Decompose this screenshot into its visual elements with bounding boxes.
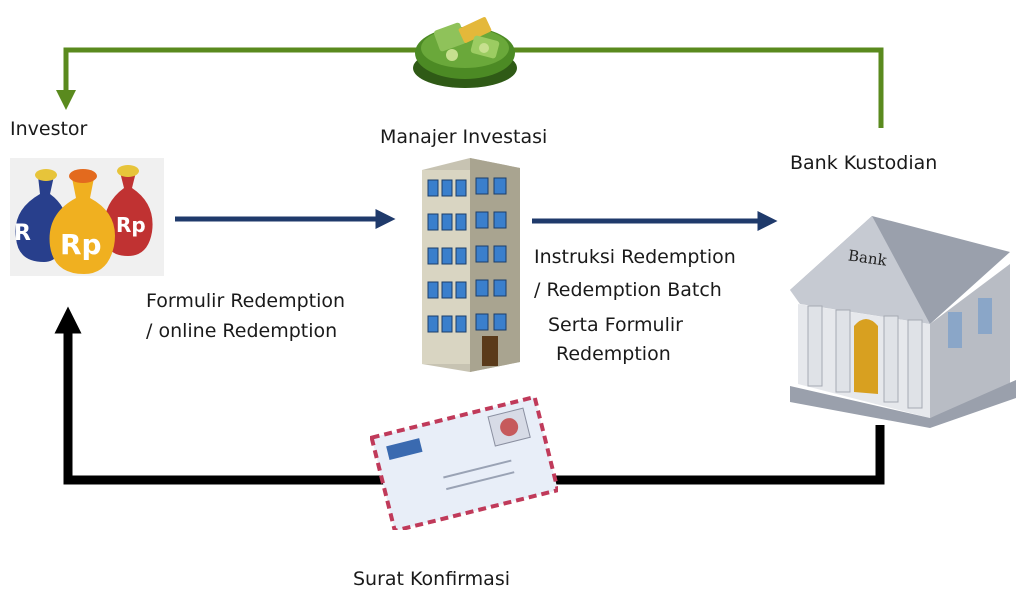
instruction-label-line1: Instruksi Redemption <box>534 246 736 268</box>
instruction-label-line3: Serta Formulir <box>548 314 683 336</box>
money-bags-icon: R Rp Rp <box>14 165 153 274</box>
investor-node: R Rp Rp <box>10 158 164 276</box>
office-building-icon <box>422 158 520 372</box>
money-stack-icon <box>413 17 517 88</box>
bank-label: Bank Kustodian <box>790 152 938 174</box>
redemption-form-label-line1: Formulir Redemption <box>146 290 346 312</box>
instruction-label-line4: Redemption <box>556 343 671 365</box>
bag-label-right: Rp <box>116 213 146 237</box>
instruction-label-line2: / Redemption Batch <box>534 279 722 301</box>
investor-label: Investor <box>10 118 88 140</box>
redemption-form-label-line2: / online Redemption <box>146 320 338 342</box>
bank-building-icon: Bank <box>790 216 1016 428</box>
manager-label: Manajer Investasi <box>380 126 548 148</box>
envelope-icon <box>370 394 558 530</box>
bag-label-left: R <box>14 221 31 246</box>
confirmation-label: Surat Konfirmasi <box>353 568 511 590</box>
bag-label-center: Rp <box>60 228 102 261</box>
bank-sign: Bank <box>847 246 889 269</box>
